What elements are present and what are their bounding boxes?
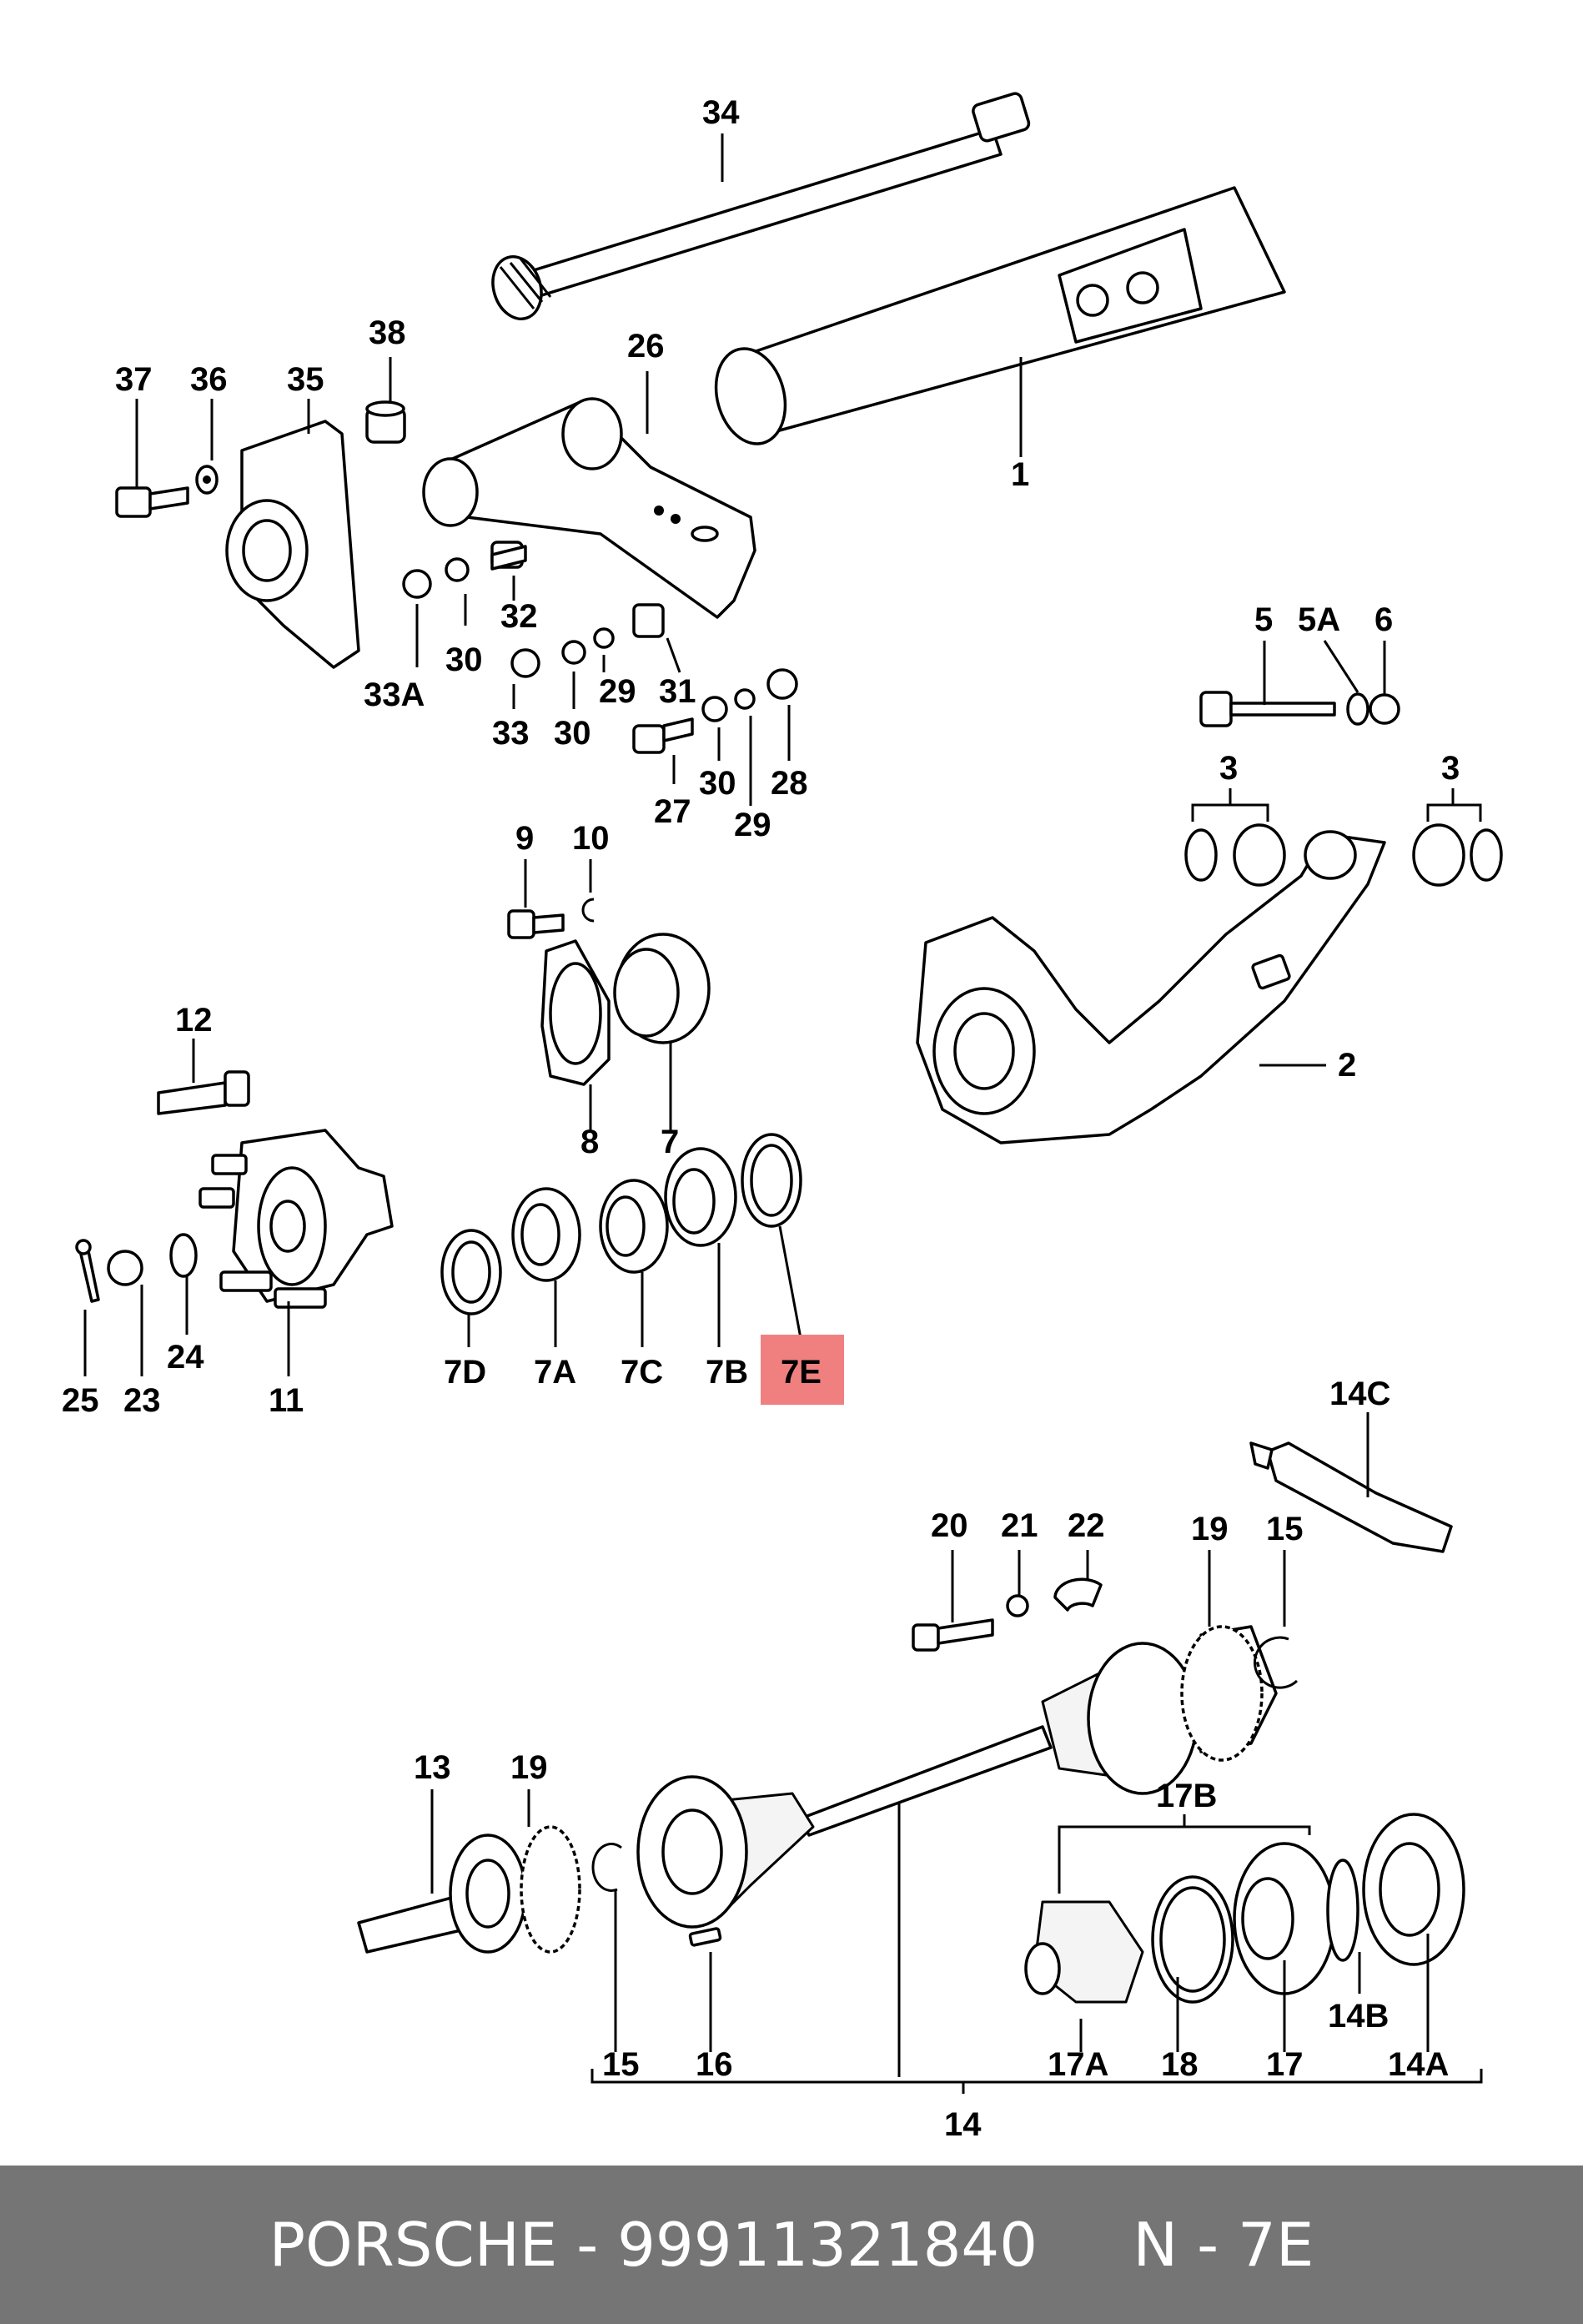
label-14c: 14C	[1329, 1376, 1390, 1412]
part-17-joint	[1233, 1842, 1336, 1995]
label-10: 10	[572, 820, 610, 857]
label-7: 7	[661, 1124, 679, 1160]
part-15-circlip-lower	[591, 1842, 622, 1892]
label-6: 6	[1374, 601, 1393, 638]
label-9: 9	[515, 820, 534, 857]
part-12-bolt	[157, 1070, 250, 1115]
label-7e: 7E	[781, 1354, 822, 1391]
parts-5-6-bolt	[1199, 691, 1400, 727]
part-14c-grease	[1249, 1441, 1453, 1553]
label-26: 26	[627, 328, 665, 365]
label-2: 2	[1338, 1047, 1356, 1084]
label-16: 16	[696, 2046, 733, 2083]
label-36: 36	[190, 361, 228, 398]
part-19-gasket-upper	[1180, 1625, 1264, 1762]
part-35-flange	[225, 420, 360, 669]
highlight-7e	[761, 1335, 844, 1405]
label-15a: 15	[1266, 1511, 1304, 1547]
callout-labels: 34 1 26 38 37 36 35 32 30 33A 29 31 33 3…	[62, 94, 1460, 2143]
seals-7a-7e	[440, 1133, 802, 1315]
parts-9-10	[507, 898, 595, 939]
label-5a: 5A	[1298, 601, 1340, 638]
part-34-torsion-bar	[491, 92, 1031, 321]
label-20: 20	[931, 1507, 968, 1544]
part-18-clamp	[1151, 1875, 1234, 2004]
label-22: 22	[1068, 1507, 1105, 1544]
label-25: 25	[62, 1382, 99, 1419]
part-16-key	[688, 1927, 722, 1947]
label-30c: 30	[699, 765, 736, 802]
label-24: 24	[167, 1339, 204, 1376]
label-7d: 7D	[444, 1354, 486, 1391]
label-18: 18	[1161, 2046, 1199, 2083]
label-13: 13	[414, 1749, 451, 1786]
label-7a: 7A	[534, 1354, 576, 1391]
part-8-plate	[540, 939, 611, 1086]
label-7b: 7B	[706, 1354, 748, 1391]
parts-23-25	[75, 1233, 198, 1303]
label-35: 35	[287, 361, 324, 398]
label-3b: 3	[1441, 750, 1460, 787]
label-33a: 33A	[364, 677, 425, 713]
part-7-bearing	[613, 933, 711, 1044]
part-1-tube	[714, 186, 1286, 445]
label-34: 34	[702, 94, 740, 131]
label-27: 27	[654, 793, 691, 830]
label-8: 8	[580, 1124, 599, 1160]
part-14-driveshaft	[636, 1625, 1278, 1929]
label-31: 31	[659, 673, 696, 710]
label-38: 38	[369, 314, 406, 351]
part-38-bushing	[365, 400, 406, 444]
label-11: 11	[269, 1382, 304, 1419]
label-14a: 14A	[1388, 2046, 1449, 2083]
label-28: 28	[771, 765, 808, 802]
part-3-bushings	[1184, 823, 1503, 887]
part-15-circlip-upper	[1254, 1636, 1299, 1689]
label-33: 33	[492, 715, 530, 752]
part-2-trailing-arm	[916, 830, 1386, 1144]
parts-diagram: 34 1 26 38 37 36 35 32 30 33A 29 31 33 3…	[62, 92, 1503, 2143]
label-30b: 30	[554, 715, 591, 752]
label-19b: 19	[510, 1749, 548, 1786]
part-26-arm	[422, 397, 756, 619]
label-1: 1	[1011, 456, 1029, 493]
label-30a: 30	[445, 641, 483, 678]
label-7c: 7C	[621, 1354, 663, 1391]
footer-bar: PORSCHE - 99911321840 N - 7E	[0, 2166, 1583, 2324]
part-11-hub	[199, 1129, 394, 1309]
part-36-washer	[195, 465, 219, 495]
part-37-bolt	[115, 486, 189, 518]
part-19-gasket-lower	[520, 1825, 581, 1954]
label-17: 17	[1266, 2046, 1304, 2083]
label-14b: 14B	[1328, 1998, 1389, 2035]
part-17a-boot	[1024, 1900, 1144, 2004]
label-15b: 15	[602, 2046, 640, 2083]
label-12: 12	[175, 1002, 213, 1039]
label-29a: 29	[599, 673, 636, 710]
parts-20-22	[912, 1577, 1103, 1652]
label-17a: 17A	[1048, 2046, 1108, 2083]
label-5: 5	[1254, 601, 1273, 638]
label-17b: 17B	[1156, 1778, 1217, 1814]
label-37: 37	[115, 361, 153, 398]
footer-part-number: PORSCHE - 99911321840 N - 7E	[269, 2210, 1314, 2280]
label-3a: 3	[1219, 750, 1238, 787]
label-23: 23	[123, 1382, 161, 1419]
label-32: 32	[500, 598, 538, 635]
label-14: 14	[944, 2106, 982, 2143]
label-19a: 19	[1191, 1511, 1229, 1547]
part-14a-flange	[1326, 1813, 1465, 1966]
parts-27-33-hardware	[402, 541, 798, 754]
label-21: 21	[1001, 1507, 1038, 1544]
label-29b: 29	[734, 807, 771, 843]
part-13-stub-shaft	[357, 1834, 527, 1954]
